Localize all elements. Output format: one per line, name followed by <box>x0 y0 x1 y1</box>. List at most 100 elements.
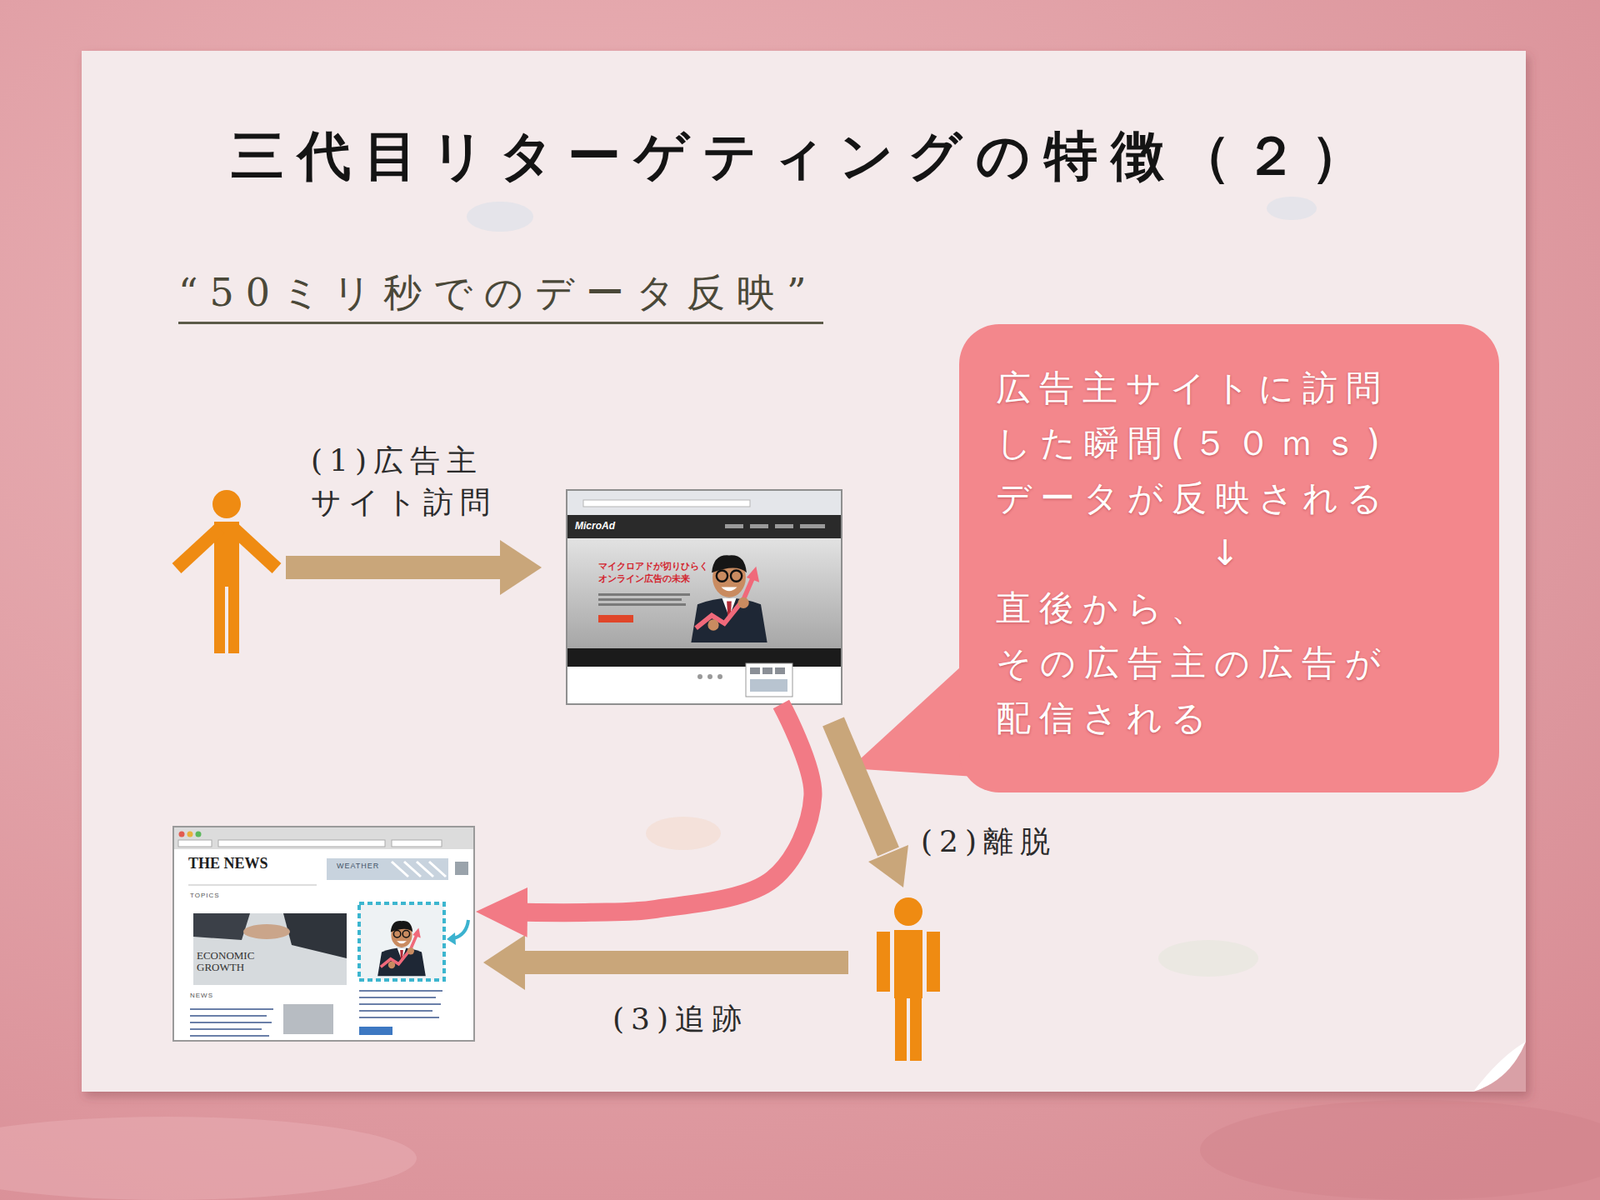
advertiser-site-screenshot: MicroAd マイクロアドが切りひらく オンライン広告の未来 <box>566 490 842 705</box>
news-site-screenshot <box>179 831 185 838</box>
website-screenshot <box>750 524 769 529</box>
person-icon <box>876 897 940 1061</box>
website-screenshot <box>775 524 794 529</box>
news-site-screenshot <box>326 858 449 880</box>
paper-sheet <box>1473 1041 1526 1092</box>
site-tagline: マイクロアドが切りひらく オンライン広告の未来 <box>598 560 724 585</box>
news-site-screenshot <box>283 913 347 959</box>
paper-sheet <box>1158 940 1259 977</box>
person-icon <box>894 897 923 926</box>
news-site-screenshot <box>193 913 347 985</box>
website-screenshot <box>598 615 634 623</box>
news-site-screenshot <box>218 840 385 847</box>
news-site-screenshot <box>190 1021 272 1024</box>
news-site-screenshot <box>359 1010 433 1012</box>
paper-sheet <box>645 816 721 850</box>
news-site-screenshot: THE NEWSWEATHERTOPICSECONOMIC GROWTHNEWS <box>173 826 475 1041</box>
website-screenshot <box>750 679 788 692</box>
news-site-screenshot <box>359 903 445 980</box>
website-screenshot <box>566 490 842 705</box>
news-site-screenshot <box>190 1035 270 1037</box>
site-logo: MicroAd <box>575 520 615 532</box>
website-screenshot <box>567 538 841 667</box>
news-site-screenshot <box>187 831 194 838</box>
flow-arrow <box>285 555 501 580</box>
speech-bubble: 広告主サイトに訪問 した瞬間(５０ｍｓ) データが反映される↓直後から、 その広… <box>959 324 1500 793</box>
callout-text: 直後から、 その広告主の広告が 配信される <box>995 580 1463 746</box>
site-masthead: THE NEWS <box>188 855 269 872</box>
flow-arrow <box>833 721 889 852</box>
news-site-screenshot <box>190 1008 274 1010</box>
website-screenshot <box>567 515 841 539</box>
news-site-screenshot <box>188 885 317 886</box>
news-site-screenshot <box>359 1016 440 1019</box>
news-site-screenshot <box>174 827 474 850</box>
news-site-screenshot <box>190 1028 262 1030</box>
website-screenshot <box>707 674 713 680</box>
website-screenshot <box>697 674 703 680</box>
news-site-screenshot <box>243 924 290 940</box>
person-icon <box>233 528 277 569</box>
news-site-screenshot <box>391 840 442 847</box>
news-site-screenshot <box>453 920 469 939</box>
news-site-screenshot <box>195 831 202 838</box>
website-screenshot <box>598 593 690 596</box>
site-section: TOPICS <box>190 891 220 900</box>
flow-arrow <box>868 845 909 888</box>
background <box>0 1116 417 1200</box>
flow-arrow <box>523 950 849 975</box>
person-icon <box>926 931 940 992</box>
website-screenshot <box>750 667 760 675</box>
person-icon <box>876 931 890 992</box>
website-screenshot <box>717 674 723 680</box>
website-screenshot <box>598 603 686 606</box>
website-screenshot <box>583 500 750 507</box>
person-icon <box>176 528 220 569</box>
news-site-screenshot <box>359 996 436 999</box>
person-icon <box>895 995 907 1061</box>
flow-arrow <box>483 935 525 990</box>
site-section: WEATHER <box>336 861 380 870</box>
news-site-screenshot <box>359 1003 441 1005</box>
news-site-screenshot <box>359 1026 393 1035</box>
website-screenshot <box>800 524 825 529</box>
paper-sheet <box>81 50 1526 1092</box>
site-section: NEWS <box>190 991 214 1000</box>
person-icon <box>212 490 241 519</box>
person-icon <box>894 930 923 999</box>
flow-arrow <box>500 540 542 595</box>
curved-arrow <box>525 704 813 913</box>
callout-text: 広告主サイトに訪問 した瞬間(５０ｍｓ) データが反映される <box>995 360 1463 526</box>
news-site-screenshot <box>178 840 212 847</box>
website-screenshot <box>745 663 793 697</box>
website-screenshot <box>775 667 785 675</box>
news-site-screenshot <box>283 1004 334 1035</box>
website-screenshot <box>598 598 682 601</box>
background <box>1200 1100 1600 1200</box>
news-site-screenshot <box>377 920 426 976</box>
news-site-screenshot <box>173 826 475 1041</box>
person-icon <box>214 583 225 654</box>
step-label: (2)離脱 <box>920 820 1057 863</box>
person-icon <box>910 995 922 1061</box>
news-site-screenshot <box>446 932 456 945</box>
slide-title: 三代目リターゲティングの特徴（２） <box>81 121 1526 191</box>
paper-sheet <box>1266 196 1317 220</box>
news-site-screenshot <box>391 861 446 877</box>
news-site-screenshot <box>359 990 443 992</box>
paper-sheet <box>81 50 1526 1092</box>
paper-sheet <box>1473 1041 1526 1092</box>
news-site-screenshot <box>455 861 469 875</box>
website-screenshot <box>566 490 842 705</box>
website-screenshot <box>567 490 841 515</box>
callout-arrow: ↓ <box>995 525 1463 581</box>
step-label: (3)追跡 <box>612 998 749 1040</box>
website-screenshot <box>567 648 841 667</box>
paper-sheet <box>466 201 534 232</box>
news-site-screenshot <box>190 1015 267 1017</box>
website-screenshot <box>762 667 773 675</box>
